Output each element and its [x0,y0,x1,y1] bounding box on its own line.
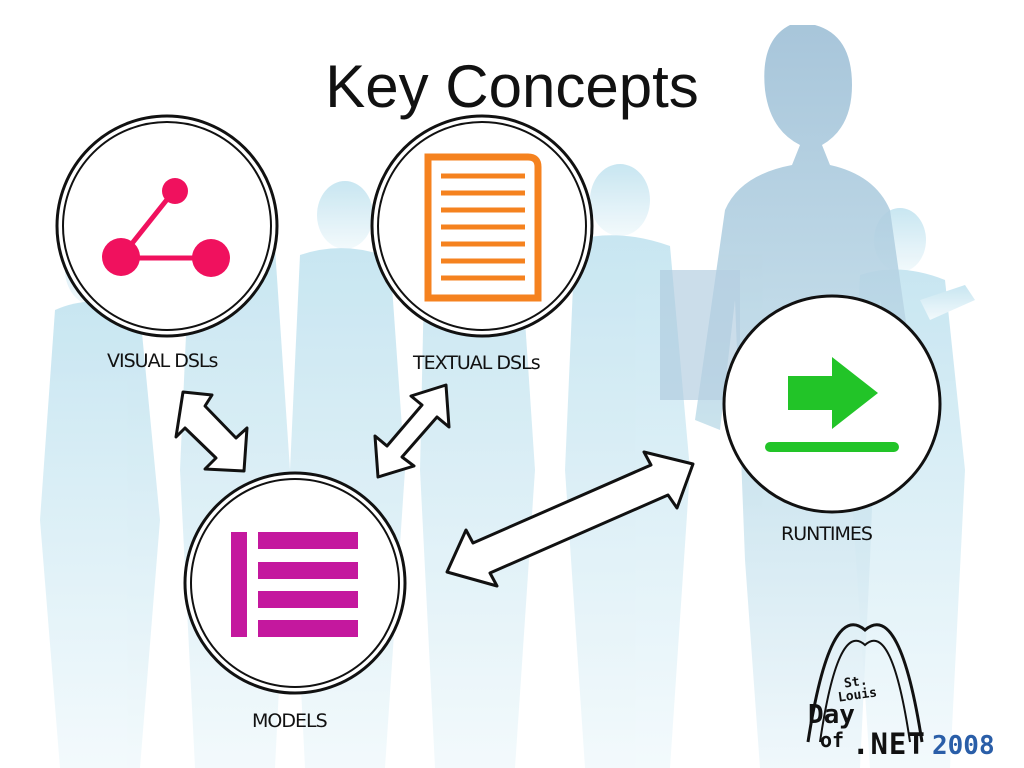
runtimes-label: RUNTIMES [781,523,873,545]
logo-net-text: .NET [852,727,926,761]
arrow-models-runtimes [445,450,695,588]
arrow-visual-models [174,390,249,473]
graph-icon [102,178,230,277]
export-arrow-icon [765,357,899,452]
logo-of-text: of [820,728,845,752]
visual-dsls-label: VISUAL DSLs [107,350,218,372]
document-icon [424,153,542,302]
textual-dsls-label: TEXTUAL DSLs [413,352,541,374]
st-louis-arch-logo [806,623,924,743]
logo-year-text: 2008 [932,731,995,761]
textual-dsls-node [370,114,594,338]
runtimes-node [722,294,942,514]
slide-title: Key Concepts [325,53,699,120]
models-label: MODELS [252,710,328,732]
arrow-textual-models [373,383,451,479]
list-icon [231,532,358,637]
visual-dsls-node [55,114,279,338]
logo-day-text: Day [808,700,855,730]
models-node [183,471,407,695]
